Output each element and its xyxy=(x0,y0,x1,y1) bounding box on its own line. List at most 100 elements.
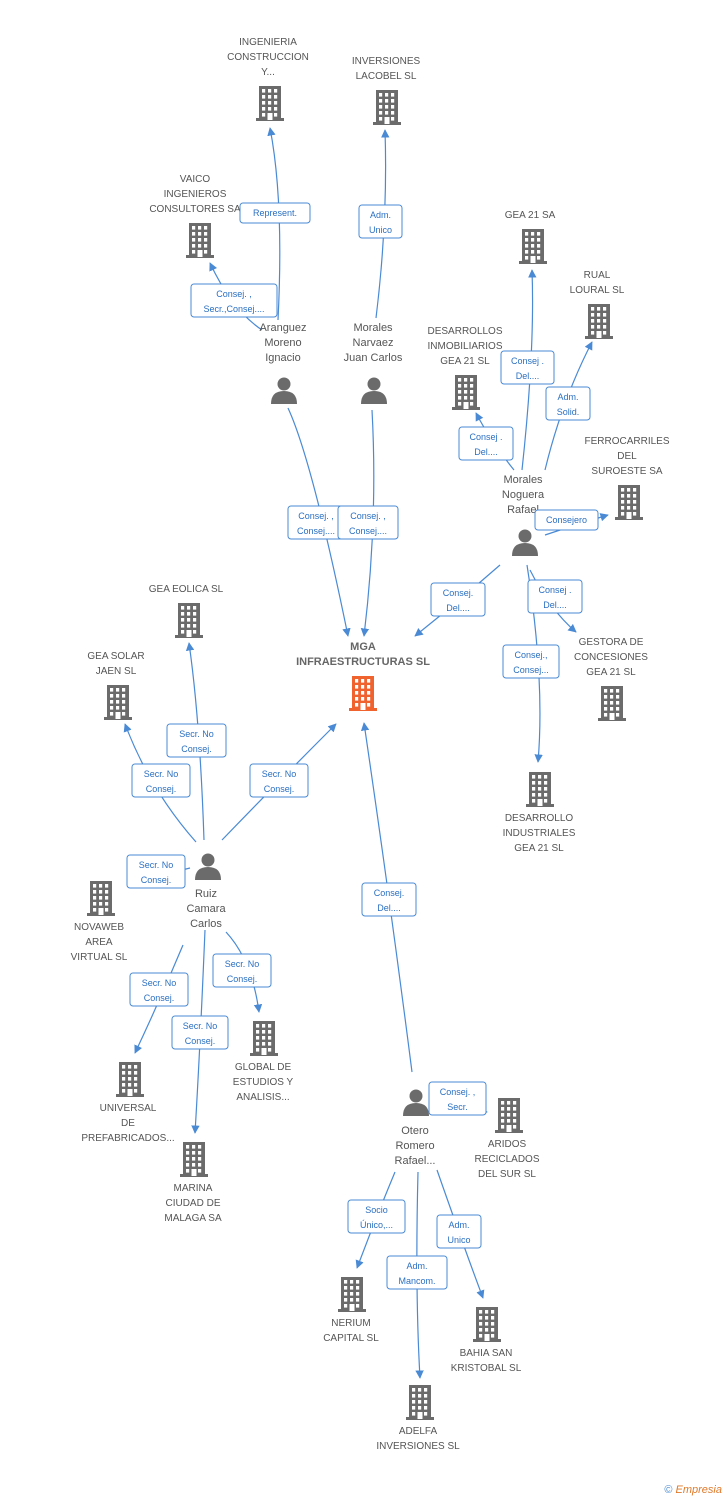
relation-label[interactable]: Consej. Del.... xyxy=(430,582,486,617)
building-icon[interactable] xyxy=(116,1062,144,1097)
relation-label-text: Consej. , xyxy=(298,511,334,521)
relation-label[interactable]: Represent. xyxy=(239,202,311,224)
relation-label[interactable]: Consej., Consej... xyxy=(502,644,560,679)
relation-label-text: Secr. No xyxy=(142,978,177,988)
relation-label-text: Adm. xyxy=(557,392,578,402)
relation-label-text: Consej. xyxy=(443,588,474,598)
building-icon[interactable] xyxy=(526,772,554,807)
relation-label[interactable]: Consej . Del.... xyxy=(458,426,514,461)
relation-label-text: Consej. xyxy=(264,784,295,794)
brand-name: Empresia xyxy=(675,1484,722,1496)
relation-label-text: Del.... xyxy=(446,603,470,613)
relation-label-text: Consej. xyxy=(227,974,258,984)
relation-label-text: Consej. xyxy=(146,784,177,794)
building-icon[interactable] xyxy=(256,86,284,121)
relation-label[interactable]: Adm.Unico xyxy=(358,204,403,239)
relation-label-text: Consej. , xyxy=(216,289,252,299)
person-icon[interactable] xyxy=(403,1089,429,1117)
relation-label[interactable]: Consejero xyxy=(534,509,599,531)
relation-label[interactable]: Consej. ,Consej.... xyxy=(287,505,345,540)
relation-label-text: Del.... xyxy=(543,600,567,610)
building-icon[interactable] xyxy=(250,1021,278,1056)
relation-label-text: Secr. No xyxy=(225,959,260,969)
relation-label[interactable]: Adm. Solid. xyxy=(545,386,591,421)
relation-label-text: Secr. No xyxy=(144,769,179,779)
company-label: GEA EOLICA SL xyxy=(149,584,224,595)
relation-label[interactable]: Consej . Del.... xyxy=(527,579,583,614)
relation-label[interactable]: Consej . Del.... xyxy=(500,350,555,385)
building-icon[interactable] xyxy=(338,1277,366,1312)
relation-label-text: Adm. xyxy=(406,1261,427,1271)
building-icon[interactable] xyxy=(104,685,132,720)
relation-label[interactable]: Adm.Unico xyxy=(436,1214,482,1249)
building-icon[interactable] xyxy=(87,881,115,916)
relation-label-text: Del.... xyxy=(474,447,498,457)
person-icon[interactable] xyxy=(195,853,221,881)
relation-label[interactable]: Consej. ,Secr. xyxy=(428,1081,487,1116)
relation-label-text: Consej... xyxy=(513,665,549,675)
building-icon[interactable] xyxy=(473,1307,501,1342)
building-icon[interactable] xyxy=(175,603,203,638)
building-icon[interactable] xyxy=(349,676,377,711)
relation-label-text: Del.... xyxy=(516,371,540,381)
relation-label-text: Solid. xyxy=(557,407,580,417)
building-icon[interactable] xyxy=(180,1142,208,1177)
relation-label[interactable]: SocioÚnico,... xyxy=(347,1199,406,1234)
relation-label-text: Represent. xyxy=(253,208,297,218)
relation-label-text: Socio xyxy=(365,1205,388,1215)
relation-label-text: Consej. , xyxy=(440,1087,476,1097)
relation-label-text: Consej . xyxy=(538,585,571,595)
relation-label-text: Consej., xyxy=(514,650,547,660)
relation-label-text: Adm. xyxy=(448,1220,469,1230)
building-icon[interactable] xyxy=(495,1098,523,1133)
footer-brand[interactable]: © Empresia xyxy=(664,1484,722,1496)
relation-label[interactable]: Consej. , Secr.,Consej.... xyxy=(190,283,278,318)
relation-label[interactable]: Adm.Mancom. xyxy=(386,1255,448,1290)
relation-label-text: Consej. xyxy=(185,1036,216,1046)
building-icon[interactable] xyxy=(598,686,626,721)
relation-edge xyxy=(287,407,351,637)
relation-label-text: Consej . xyxy=(469,432,502,442)
building-icon[interactable] xyxy=(452,375,480,410)
building-icon[interactable] xyxy=(373,90,401,125)
building-icon[interactable] xyxy=(615,485,643,520)
building-icon[interactable] xyxy=(186,223,214,258)
building-icon[interactable] xyxy=(585,304,613,339)
building-icon[interactable] xyxy=(406,1385,434,1420)
relation-label[interactable]: Consej. ,Consej.... xyxy=(337,505,399,540)
relation-label-text: Secr. No xyxy=(262,769,297,779)
relation-label[interactable]: Secr. No Consej. xyxy=(249,763,309,798)
building-icon[interactable] xyxy=(519,229,547,264)
relation-label-text: Secr. No xyxy=(179,729,214,739)
relation-label[interactable]: Secr. No Consej. xyxy=(212,953,272,988)
relation-label[interactable]: Secr. No Consej. xyxy=(131,763,191,798)
person-icon[interactable] xyxy=(271,377,297,405)
relation-label[interactable]: Secr. No Consej. xyxy=(171,1015,229,1050)
relation-label-text: Secr. No xyxy=(183,1021,218,1031)
person-icon[interactable] xyxy=(361,377,387,405)
relation-label-text: Secr.,Consej.... xyxy=(203,304,264,314)
relation-label-text: Consej . xyxy=(511,356,544,366)
relation-label-text: Unico xyxy=(369,225,392,235)
relation-label-text: Consej. xyxy=(374,888,405,898)
person-icon[interactable] xyxy=(512,529,538,557)
relation-label[interactable]: Consej.Del.... xyxy=(361,882,417,917)
company-label: GEA 21 SA xyxy=(505,210,556,221)
